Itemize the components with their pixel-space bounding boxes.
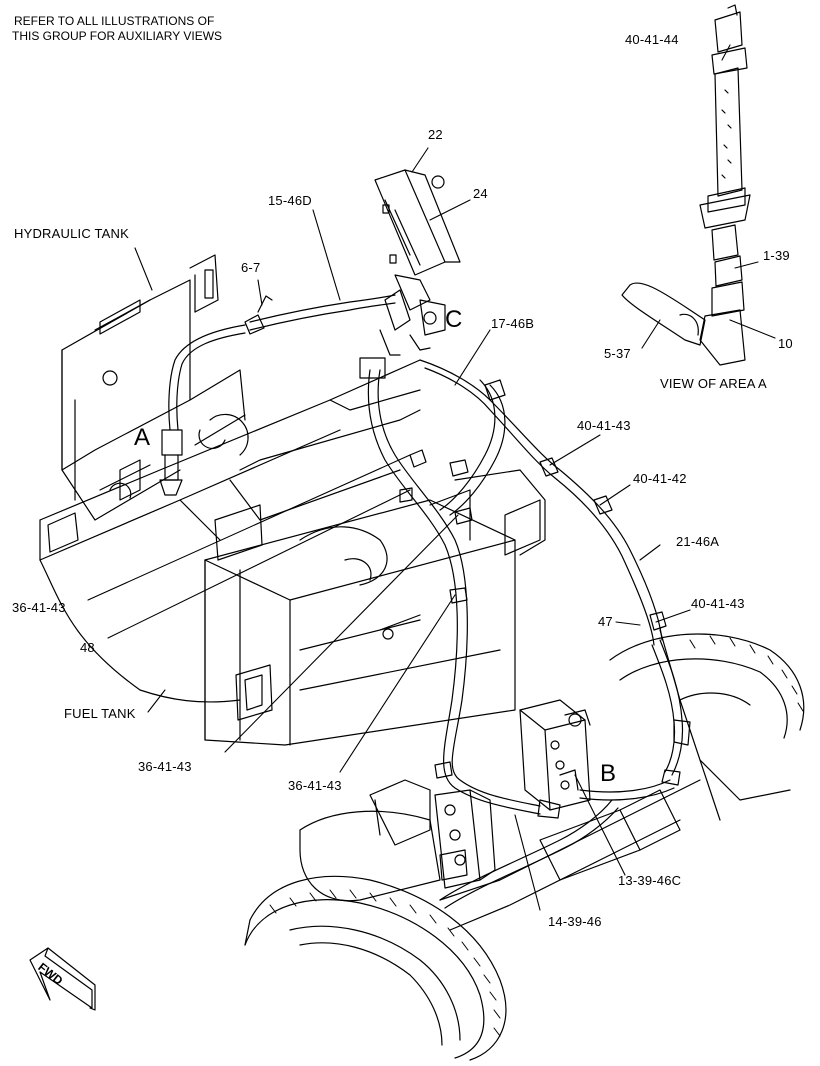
fwd-arrow-icon	[29, 947, 96, 1011]
monitor-panel-drawing	[374, 169, 461, 356]
area-c-letter: C	[445, 306, 463, 333]
callout-1-39: 1-39	[763, 248, 790, 263]
hydraulic-tank-label: HYDRAULIC TANK	[14, 226, 130, 241]
hose-15-46d	[244, 294, 396, 335]
callout-40-41-43-right: 40-41-43	[691, 596, 745, 611]
hose-17-46b	[419, 359, 667, 646]
leader-lines	[87, 44, 776, 911]
callout-40-41-44: 40-41-44	[625, 32, 679, 47]
callout-47: 47	[598, 614, 613, 629]
hose-21-46a	[651, 639, 691, 786]
callout-17-46b: 17-46B	[491, 316, 535, 331]
auxiliary-views-note-line1: REFER TO ALL ILLUSTRATIONS OF	[14, 14, 215, 28]
callout-15-46d: 15-46D	[268, 193, 312, 208]
hose-clamps	[399, 449, 473, 779]
fuel-tank-drawing	[204, 469, 546, 746]
callout-36-41-43-left: 36-41-43	[12, 600, 66, 615]
callout-6-7: 6-7	[241, 260, 261, 275]
fuel-tank-label: FUEL TANK	[64, 706, 136, 721]
callout-40-41-43-upper: 40-41-43	[577, 418, 631, 433]
view-of-area-a-label: VIEW OF AREA A	[660, 376, 767, 391]
callout-10: 10	[778, 336, 793, 351]
callout-40-41-42: 40-41-42	[633, 471, 687, 486]
callout-13-39-46c: 13-39-46C	[618, 873, 682, 888]
frame-drawing	[39, 359, 421, 703]
view-area-a-drawing	[621, 4, 751, 366]
area-a-letter: A	[134, 424, 151, 451]
callout-36-41-43-lower-left: 36-41-43	[138, 759, 192, 774]
auxiliary-views-note-line2: THIS GROUP FOR AUXILIARY VIEWS	[12, 29, 223, 43]
control-valve-drawing	[519, 699, 591, 811]
hydraulic-tank-drawing	[61, 254, 249, 521]
callout-14-39-46: 14-39-46	[548, 914, 602, 929]
axle-drawing	[244, 629, 805, 1061]
lower-valve-drawing	[369, 779, 496, 889]
callout-22: 22	[428, 127, 443, 142]
callout-36-41-43-lower-mid: 36-41-43	[288, 778, 342, 793]
hose-14-39-46	[359, 357, 561, 819]
area-b-letter: B	[600, 760, 617, 787]
callout-24: 24	[473, 186, 488, 201]
callout-5-37: 5-37	[604, 346, 631, 361]
callout-21-46a: 21-46A	[676, 534, 720, 549]
tire-tread-marks	[269, 635, 804, 1037]
hose-to-area-a	[159, 324, 246, 496]
callout-48: 48	[80, 640, 95, 655]
